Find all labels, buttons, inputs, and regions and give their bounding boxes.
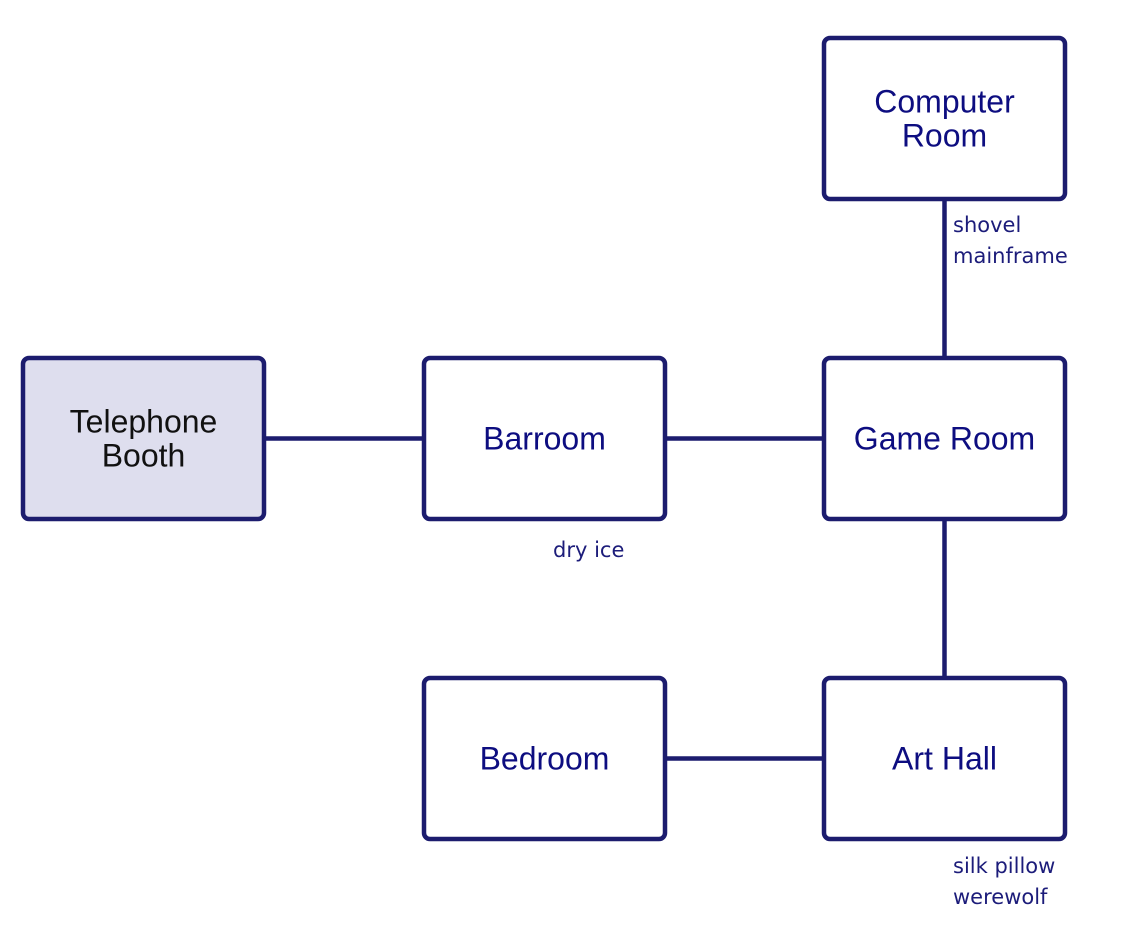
item-list-art-hall: silk pillow werewolf xyxy=(953,854,1055,909)
room-name: Telephone xyxy=(70,404,218,440)
items-layer: shovel mainframe dry ice silk pillow werewol… xyxy=(553,213,1068,909)
room-game-room[interactable]: Game Room xyxy=(821,355,1068,522)
room-name: Computer xyxy=(874,84,1015,120)
room-barroom[interactable]: Barroom xyxy=(421,355,668,522)
room-name: Bedroom xyxy=(480,741,610,777)
item-label: werewolf xyxy=(953,885,1048,909)
room-name: Art Hall xyxy=(892,741,997,777)
room-box xyxy=(421,675,668,842)
item-label: mainframe xyxy=(953,244,1068,268)
room-box xyxy=(821,675,1068,842)
room-box xyxy=(821,35,1068,202)
item-list-barroom: dry ice xyxy=(553,538,624,562)
item-label: silk pillow xyxy=(953,854,1055,878)
item-label: shovel xyxy=(953,213,1021,237)
room-bedroom[interactable]: Bedroom xyxy=(421,675,668,842)
room-name: Game Room xyxy=(854,421,1035,457)
room-box xyxy=(20,355,267,522)
room-name: Barroom xyxy=(483,421,606,457)
room-name: Room xyxy=(902,118,987,154)
room-box xyxy=(421,355,668,522)
connections-layer xyxy=(264,199,947,761)
room-name: Booth xyxy=(102,438,186,474)
item-label: dry ice xyxy=(553,538,624,562)
room-art-hall[interactable]: Art Hall xyxy=(821,675,1068,842)
item-list-computer-room: shovel mainframe xyxy=(953,213,1068,268)
room-box xyxy=(821,355,1068,522)
